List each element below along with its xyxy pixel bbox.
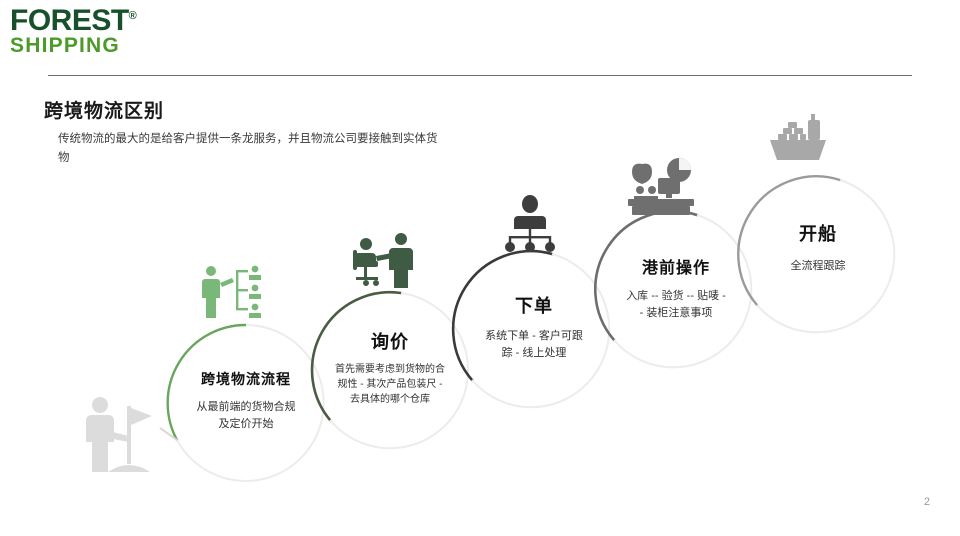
step-4-description: 入库 -- 验货 -- 贴唛 - - 装柜注意事项 [598,288,754,322]
step-1-description: 从最前端的货物合规 及定价开始 [168,399,324,433]
step-2-desc-line: 规性 - 其次产品包装尺 - [337,379,443,390]
page-title: 跨境物流区别 [44,101,165,122]
step-2-desc-line: 去具体的哪个仓库 [350,394,430,405]
step-5-desc-line: 全流程跟踪 [790,260,846,272]
header-divider [48,75,912,76]
logo-secondary-text: SHIPPING [10,34,120,57]
company-logo: FOREST® SHIPPING [10,4,190,60]
step-1-desc-line: 及定价开始 [218,418,274,430]
step-3[interactable]: 下单 系统下单 - 客户可跟 踪 - 线上处理 [456,252,612,408]
step-4-title: 港前操作 [641,260,710,277]
step-5-description: 全流程跟踪 [740,258,896,275]
page-number: 2 [923,496,930,508]
step-1[interactable]: 跨境物流流程 从最前端的货物合规 及定价开始 [168,325,324,481]
person-with-org-chart-icon [200,262,268,324]
office-meeting-icon [344,228,420,290]
registered-trademark-icon: ® [128,10,137,22]
step-3-description: 系统下单 - 客户可跟 踪 - 线上处理 [456,328,612,362]
step-3-title: 下单 [515,296,553,316]
desk-monitor-chart-icon [624,156,698,218]
step-4-desc-line: 入库 -- 验货 -- 贴唛 - [626,290,726,302]
step-1-desc-line: 从最前端的货物合规 [196,401,296,413]
step-3-desc-line: 系统下单 - 客户可跟 [485,330,583,342]
step-3-desc-line: 踪 - 线上处理 [501,347,567,359]
page-subtitle: 传统物流的最大的是给客户提供一条龙服务，并且物流公司要接触到实体货物 [58,133,438,164]
step-2-desc-line: 首先需要考虑到货物的合 [335,364,445,375]
logo-primary-text: FOREST® [10,4,137,37]
cargo-ship-icon [764,112,838,168]
step-2-title: 询价 [371,332,409,352]
businessman-with-flag-icon [80,392,154,482]
person-network-hierarchy-icon [498,192,562,254]
step-5-title: 开船 [799,224,837,244]
step-2-description: 首先需要考虑到货物的合 规性 - 其次产品包装尺 - 去具体的哪个仓库 [312,362,468,407]
step-5[interactable]: 开船 全流程跟踪 [740,176,896,332]
step-1-title: 跨境物流流程 [201,371,291,387]
step-4[interactable]: 港前操作 入库 -- 验货 -- 贴唛 - - 装柜注意事项 [598,212,754,368]
step-4-desc-line: - 装柜注意事项 [639,307,713,319]
step-2[interactable]: 询价 首先需要考虑到货物的合 规性 - 其次产品包装尺 - 去具体的哪个仓库 [312,292,468,448]
